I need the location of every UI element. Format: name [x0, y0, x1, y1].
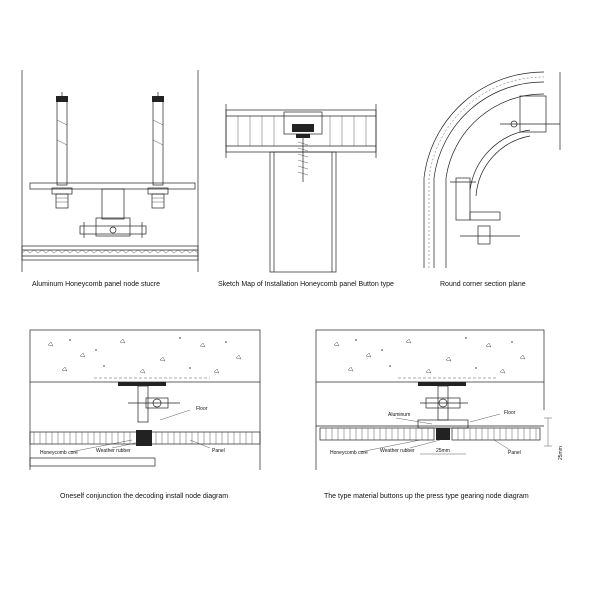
side-bracket	[455, 177, 471, 221]
caption-top-middle: Sketch Map of Installation Honeycomb pan…	[218, 281, 394, 288]
label-floor-left: Floor	[196, 406, 208, 412]
press-clamp	[436, 428, 450, 440]
honeycomb-panel-bottom-right	[316, 425, 544, 441]
label-gap-dimension: 25mm	[436, 448, 450, 454]
label-thickness-dimension: 25mm	[558, 446, 564, 460]
decoding-install-drawing	[29, 329, 261, 470]
button-type-drawing	[225, 104, 377, 273]
concrete-slab-right	[315, 329, 545, 383]
t-bracket	[79, 188, 147, 238]
honeycomb-panel-right	[149, 431, 261, 445]
support-profile	[269, 151, 337, 273]
concrete-slab	[29, 329, 261, 383]
caption-bottom-right: The type material buttons up the press t…	[324, 493, 529, 500]
label-panel-left: Panel	[212, 448, 225, 454]
label-panel-right: Panel	[508, 450, 521, 456]
left-anchor-bolt	[51, 92, 73, 209]
screw	[296, 134, 310, 182]
label-aluminum: Aluminum	[388, 412, 410, 418]
label-honeycomb-core-right: Honeycomb core	[330, 450, 368, 456]
caption-top-left: Aluminum Honeycomb panel node stucre	[32, 281, 160, 288]
round-corner-drawing	[423, 71, 561, 268]
label-floor-right: Floor	[504, 410, 516, 416]
caption-bottom-left: Oneself conjunction the decoding install…	[60, 493, 228, 500]
honeycomb-panel	[21, 245, 199, 261]
right-anchor-bolt	[147, 92, 169, 209]
node-structure-drawing	[21, 70, 199, 272]
label-weather-rubber-left: Weather rubber	[96, 448, 131, 454]
press-type-drawing	[315, 329, 552, 470]
upper-bracket	[519, 95, 547, 133]
label-honeycomb-core-left: Honeycomb core	[40, 450, 78, 456]
caption-top-right: Round corner section plane	[440, 281, 526, 288]
weather-rubber-seal	[136, 430, 152, 446]
label-weather-rubber-right: Weather rubber	[380, 448, 415, 454]
